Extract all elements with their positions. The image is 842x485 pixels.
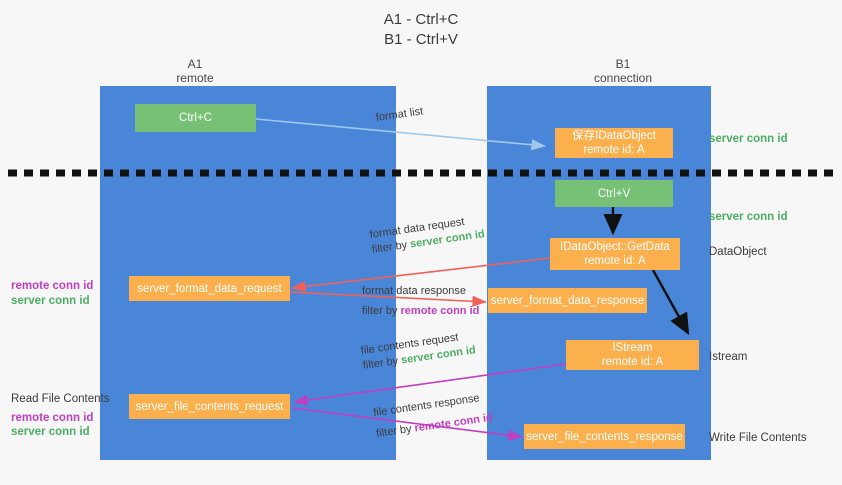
node-ctrl-c[interactable]: Ctrl+C — [135, 104, 256, 132]
edge-label-format-data-response-line2: filter by remote conn id — [362, 304, 479, 319]
right-label-server-conn-id-2: server conn id — [709, 211, 788, 223]
left-label-remote-conn-id-1: remote conn id — [11, 280, 94, 292]
node-idataobject-getdata[interactable]: IDataObject::GetData remote id: A — [550, 238, 680, 270]
right-label-dataobject: DataObject — [709, 246, 767, 258]
edge-label-format-data-request-prefix: filter by — [371, 238, 411, 256]
lane-header-b1-name: B1 — [615, 57, 631, 71]
right-label-write-file-contents: Write File Contents — [709, 432, 807, 444]
page-title: A1 - Ctrl+C B1 - Ctrl+V — [0, 10, 842, 50]
node-server-file-contents-response-label: server_file_contents_response — [526, 430, 683, 443]
node-server-file-contents-request[interactable]: server_file_contents_request — [129, 394, 290, 419]
edge-label-file-contents-response-highlight: remote conn id — [413, 411, 494, 435]
node-istream[interactable]: IStream remote id: A — [566, 340, 699, 370]
node-save-idataobject[interactable]: 保存IDataObject remote id: A — [555, 128, 673, 158]
lane-header-b1: B1 connection — [548, 57, 698, 85]
node-server-format-data-request-label: server_format_data_request — [137, 282, 282, 295]
node-save-idataobject-label: 保存IDataObject — [572, 130, 656, 142]
edge-label-format-data-response-line1: format data response — [362, 285, 466, 297]
node-server-file-contents-response[interactable]: server_file_contents_response — [524, 424, 685, 449]
title-line-1: A1 - Ctrl+C — [383, 11, 459, 28]
title-line-2: B1 - Ctrl+V — [384, 31, 458, 48]
edge-label-file-contents-request-prefix: filter by — [362, 354, 402, 372]
lane-header-a1: A1 remote — [120, 57, 270, 85]
node-save-idataobject-sub: remote id: A — [583, 144, 645, 156]
lane-header-a1-name: A1 — [187, 57, 203, 71]
lane-header-a1-sub: remote — [176, 71, 214, 85]
left-label-server-conn-id-2: server conn id — [11, 426, 90, 438]
node-ctrl-v[interactable]: Ctrl+V — [555, 180, 673, 207]
lane-header-b1-sub: connection — [593, 71, 653, 85]
node-istream-label: IStream — [612, 342, 653, 354]
node-ctrl-v-label: Ctrl+V — [597, 187, 631, 200]
node-server-format-data-response-label: server_format_data_response — [490, 294, 645, 307]
node-ctrl-c-label: Ctrl+C — [179, 112, 212, 124]
node-idataobject-getdata-label: IDataObject::GetData — [560, 241, 670, 253]
node-server-format-data-response[interactable]: server_format_data_response — [488, 288, 647, 313]
node-istream-sub: remote id: A — [601, 356, 664, 368]
edge-label-format-data-response: format data response filter by remote co… — [362, 284, 479, 319]
left-label-server-conn-id-1: server conn id — [11, 295, 90, 307]
node-server-format-data-request[interactable]: server_format_data_request — [129, 276, 290, 301]
left-label-remote-conn-id-2: remote conn id — [11, 412, 94, 424]
node-idataobject-getdata-sub: remote id: A — [584, 255, 646, 267]
right-label-server-conn-id-1: server conn id — [709, 133, 788, 145]
left-label-read-file-contents: Read File Contents — [11, 393, 110, 405]
right-label-istream: Istream — [709, 351, 748, 363]
edge-label-format-data-response-highlight: remote conn id — [400, 305, 480, 317]
edge-label-file-contents-response-prefix: filter by — [375, 422, 416, 440]
node-server-file-contents-request-label: server_file_contents_request — [135, 400, 284, 413]
edge-label-format-data-response-prefix: filter by — [362, 305, 401, 317]
